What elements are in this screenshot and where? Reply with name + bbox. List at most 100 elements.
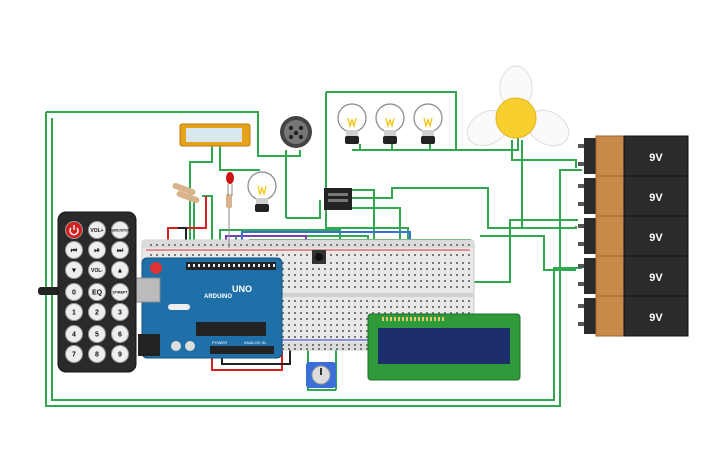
bb-hole — [450, 286, 452, 288]
bb-hole — [150, 244, 152, 246]
bb-hole — [282, 336, 284, 338]
bb-hole — [426, 244, 428, 246]
bb-hole — [414, 286, 416, 288]
remote-button — [88, 325, 106, 343]
battery-terminal — [578, 304, 584, 308]
bb-hole — [306, 286, 308, 288]
bb-hole — [306, 324, 308, 326]
remote-button-label: 1 — [72, 309, 76, 316]
bb-hole — [432, 312, 434, 314]
bb-hole — [348, 348, 350, 350]
bb-hole — [414, 268, 416, 270]
bb-hole — [288, 348, 290, 350]
bb-hole — [288, 286, 290, 288]
bb-hole — [408, 286, 410, 288]
battery-terminal — [578, 162, 584, 166]
bb-hole — [462, 306, 464, 308]
bb-hole — [306, 318, 308, 320]
bb-hole — [456, 244, 458, 246]
bb-hole — [414, 244, 416, 246]
bb-hole — [324, 300, 326, 302]
bb-hole — [288, 330, 290, 332]
bb-hole — [288, 244, 290, 246]
bb-hole — [294, 262, 296, 264]
bb-hole — [456, 306, 458, 308]
bb-hole — [354, 348, 356, 350]
bb-hole — [378, 268, 380, 270]
arduino-power-label: POWER — [212, 340, 227, 345]
bb-hole — [372, 268, 374, 270]
remote-button-label: ▲ — [117, 267, 124, 274]
bb-hole — [384, 254, 386, 256]
arduino-brand: ARDUINO — [204, 294, 232, 300]
bb-hole — [462, 280, 464, 282]
bb-hole — [462, 286, 464, 288]
bb-hole — [330, 280, 332, 282]
bb-hole — [318, 336, 320, 338]
bb-hole — [366, 348, 368, 350]
bb-hole — [462, 262, 464, 264]
remote-button — [111, 221, 129, 239]
bb-hole — [288, 268, 290, 270]
bb-hole — [336, 306, 338, 308]
bb-hole — [348, 300, 350, 302]
remote-button — [88, 345, 106, 363]
bb-hole — [282, 300, 284, 302]
remote-button-label: VOL- — [91, 268, 103, 274]
bb-hole — [468, 262, 470, 264]
battery-9v: 9V — [578, 135, 689, 177]
bb-hole — [300, 306, 302, 308]
bb-hole — [294, 312, 296, 314]
arduino-pin — [233, 264, 235, 267]
battery-copper — [595, 215, 625, 257]
bb-hole — [360, 318, 362, 320]
bb-hole — [336, 244, 338, 246]
wire-outer-loop — [45, 111, 582, 407]
bb-hole — [468, 268, 470, 270]
bb-hole — [366, 254, 368, 256]
bb-hole — [342, 280, 344, 282]
bb-hole — [372, 312, 374, 314]
bb-hole — [312, 324, 314, 326]
bb-hole — [288, 324, 290, 326]
bb-hole — [288, 274, 290, 276]
bb-hole — [444, 312, 446, 314]
bb-hole — [462, 268, 464, 270]
remote-button — [111, 303, 129, 321]
bb-hole — [456, 286, 458, 288]
lcd-16x2 — [367, 313, 521, 381]
bb-hole — [180, 254, 182, 256]
wire-relay-4 — [352, 187, 540, 229]
bb-hole — [318, 324, 320, 326]
lcd-pin — [386, 317, 388, 321]
arduino-pin — [258, 264, 260, 267]
remote-button — [65, 241, 83, 259]
bb-hole — [354, 268, 356, 270]
remote-button — [65, 325, 83, 343]
bb-hole — [414, 306, 416, 308]
bb-hole — [384, 274, 386, 276]
bb-hole — [222, 244, 224, 246]
bb-hole — [396, 312, 398, 314]
bb-hole — [432, 306, 434, 308]
bb-hole — [432, 274, 434, 276]
bb-hole — [462, 312, 464, 314]
bb-hole — [360, 286, 362, 288]
bb-hole — [306, 274, 308, 276]
remote-button — [65, 345, 83, 363]
bb-hole — [384, 244, 386, 246]
bb-hole — [390, 268, 392, 270]
bb-hole — [468, 274, 470, 276]
arduino-pin — [213, 264, 215, 267]
bb-hole — [396, 286, 398, 288]
bb-hole — [450, 262, 452, 264]
bb-hole — [294, 274, 296, 276]
bb-hole — [324, 280, 326, 282]
bb-hole — [342, 336, 344, 338]
bb-hole — [330, 244, 332, 246]
lcd-pin-header — [382, 317, 444, 321]
bulb-base — [383, 136, 397, 144]
battery-cap — [584, 138, 596, 174]
bb-hole — [450, 268, 452, 270]
